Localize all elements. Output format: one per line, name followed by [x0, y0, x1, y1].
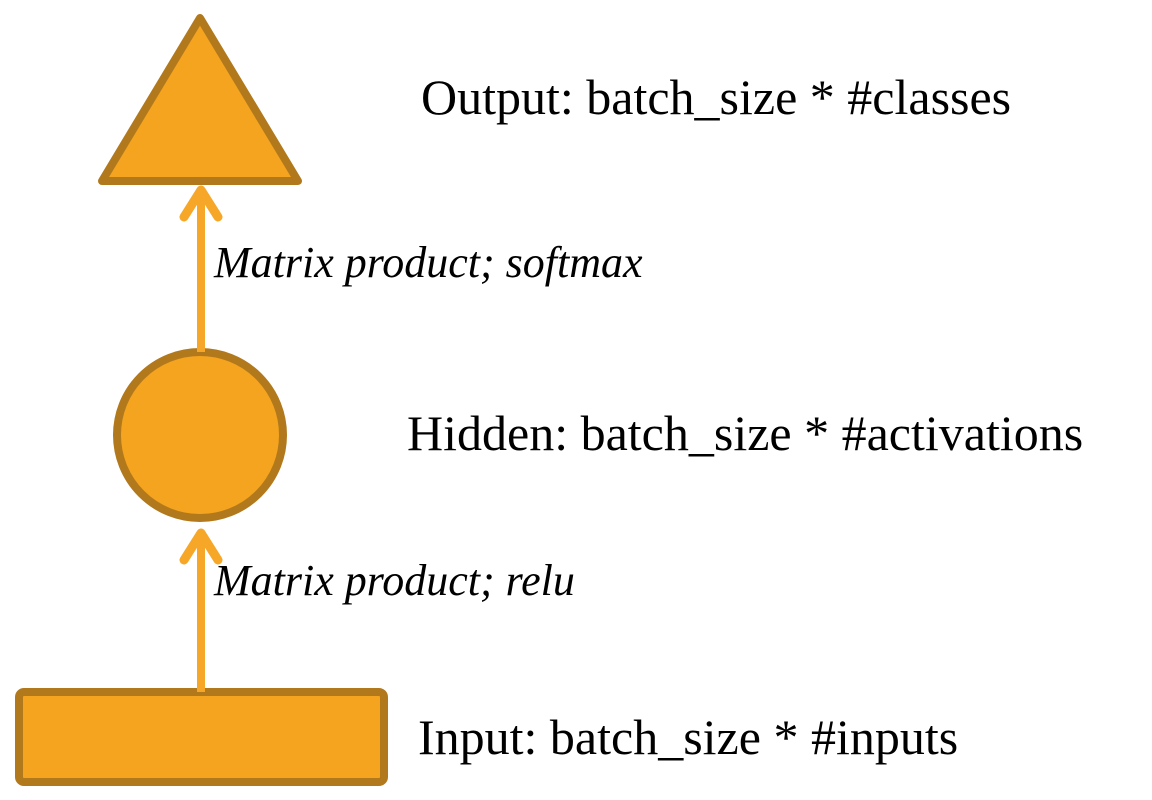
input-node-rectangle-icon [15, 688, 388, 786]
arrow-input-to-hidden-icon [179, 528, 223, 692]
arrow-head [179, 185, 223, 222]
arrow-head [179, 528, 223, 565]
output-node-triangle-icon [98, 14, 302, 185]
input-node-label: Input: batch_size * #inputs [418, 709, 959, 765]
arrow-hidden-to-output-icon [179, 185, 223, 352]
hidden-node-label: Hidden: batch_size * #activations [407, 405, 1084, 461]
output-node-label: Output: batch_size * #classes [421, 69, 1012, 125]
edge-label-softmax: Matrix product; softmax [214, 238, 643, 287]
hidden-node-circle-icon [113, 348, 287, 522]
edge-label-relu: Matrix product; relu [214, 556, 575, 605]
